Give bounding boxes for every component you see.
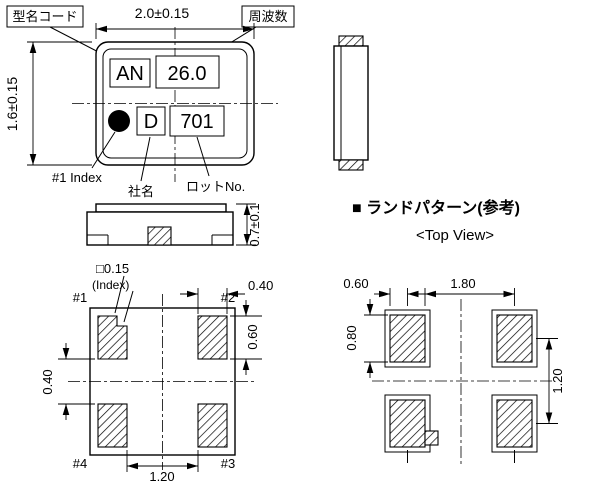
land-pad-height-dimension-label: 0.80 xyxy=(344,325,359,350)
front-corner-pads xyxy=(87,234,233,245)
side-body-outline xyxy=(333,45,369,161)
pad-3-label: #3 xyxy=(221,456,235,471)
land-pad-top-left xyxy=(389,314,426,363)
company-marking: D xyxy=(144,111,158,133)
inner-span-dimension-lines xyxy=(126,450,199,472)
front-center-seal xyxy=(147,226,172,246)
company-marking-box xyxy=(136,106,166,136)
pad-1-label: #1 xyxy=(73,290,87,305)
pad-width-dimension-lines xyxy=(180,288,245,314)
thickness-dimension-lines xyxy=(236,203,256,246)
pad-4-label: #4 xyxy=(73,456,87,471)
pad-height-dimension-label: 0.60 xyxy=(245,324,260,349)
side-bottom-terminal xyxy=(338,159,364,171)
frequency-callout-box xyxy=(241,5,295,28)
frequency-callout-label: 周波数 xyxy=(248,9,287,24)
model-code-marking-box xyxy=(109,58,151,88)
height-dimension-label: 1.6±0.15 xyxy=(4,77,20,132)
model-code-marking: AN xyxy=(116,63,144,85)
frequency-marking: 26.0 xyxy=(168,63,207,85)
thickness-dimension-label: 0.7±0.1 xyxy=(247,203,262,246)
bottom-view-figure: □0.15 (Index) #1 #2 #3 #4 0.40 0.60 xyxy=(40,261,273,484)
land-h-pitch-dimension-label: 1.80 xyxy=(450,276,475,291)
center-lines xyxy=(72,27,278,182)
pad-gap-dimension-lines xyxy=(58,343,95,420)
side-view-figure xyxy=(333,35,369,171)
bottom-leader-lines xyxy=(91,131,210,182)
model-code-callout-label: 型名コード xyxy=(12,9,77,24)
width-dimension-label: 2.0±0.15 xyxy=(135,5,190,21)
height-dimension-lines xyxy=(27,41,92,166)
lot-marking-box xyxy=(169,105,225,137)
land-h-pitch-dimension-lines xyxy=(407,288,515,306)
land-v-pitch-dimension-label: 1.20 xyxy=(550,368,565,393)
frequency-marking-box xyxy=(155,55,220,89)
land-pad-width-dimension-label: 0.60 xyxy=(343,276,368,291)
bottom-pad-1 xyxy=(97,315,128,360)
land-pad-bottom-right xyxy=(496,399,533,448)
front-view-figure: 0.7±0.1 xyxy=(86,203,262,247)
side-top-terminal xyxy=(338,35,364,47)
land-pad-top-right xyxy=(496,314,533,363)
index-dot xyxy=(108,110,130,132)
bottom-pad-4 xyxy=(97,403,128,448)
top-view-figure: 型名コード 周波数 2.0±0.15 1.6±0.15 AN xyxy=(4,5,295,199)
lot-marking: 701 xyxy=(180,111,213,133)
land-pattern-subtitle: <Top View> xyxy=(416,227,494,244)
model-code-callout-box xyxy=(6,5,84,28)
bottom-pad-3 xyxy=(197,403,228,448)
pad-2-label: #2 xyxy=(221,290,235,305)
pad-width-dimension-label: 0.40 xyxy=(248,278,273,293)
land-pad-height-dimension-lines xyxy=(364,299,388,378)
bottom-center-lines xyxy=(68,294,257,470)
land-v-pitch-dimension-lines xyxy=(536,338,558,424)
pad-height-dimension-lines xyxy=(230,300,262,375)
land-index-tab xyxy=(424,430,439,446)
lot-callout-label: ロットNo. xyxy=(186,179,245,194)
company-callout-label: 社名 xyxy=(128,184,154,199)
land-pattern-title: ■ ランドパターン(参考) xyxy=(352,198,520,217)
bottom-pad-2 xyxy=(197,315,228,360)
pad-gap-dimension-label: 0.40 xyxy=(40,369,55,394)
land-pattern-figure: ■ ランドパターン(参考) <Top View> 0.60 xyxy=(343,198,565,464)
inner-span-dimension-label: 1.20 xyxy=(149,469,174,484)
land-pad-bottom-left xyxy=(389,399,426,448)
front-lid xyxy=(95,203,227,213)
index-note-label: (Index) xyxy=(92,278,129,292)
index-square-dimension-label: □0.15 xyxy=(96,261,129,276)
index-callout-label: #1 Index xyxy=(52,170,102,185)
index-leader-lines xyxy=(114,275,134,323)
